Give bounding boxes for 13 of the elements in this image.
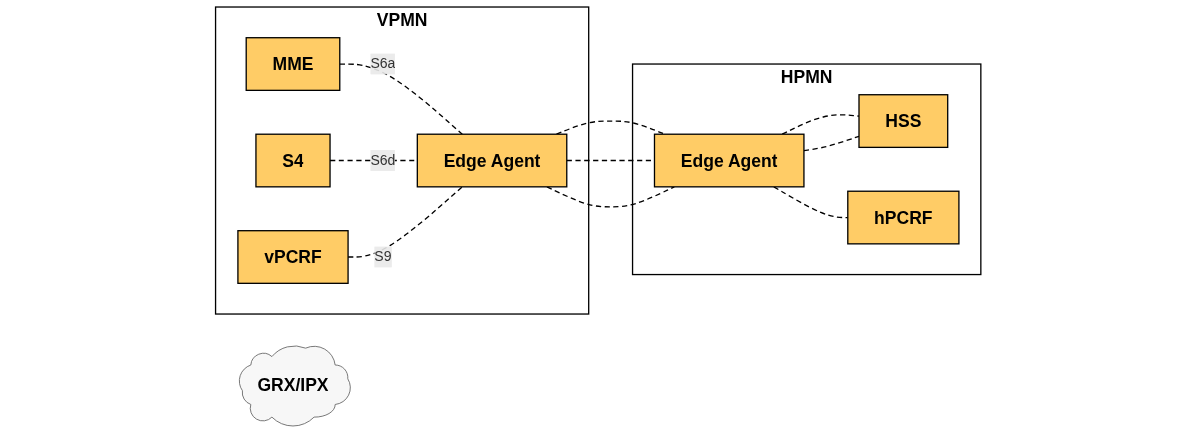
connector bbox=[546, 186, 676, 208]
node-box: S4 bbox=[255, 133, 331, 188]
node-box: HSS bbox=[858, 94, 949, 149]
edge-label: S6d bbox=[370, 152, 396, 168]
connector bbox=[556, 120, 666, 135]
edge-label: S9 bbox=[374, 249, 392, 265]
node-box: Edge Agent bbox=[654, 133, 805, 188]
edge-label: S6a bbox=[370, 56, 396, 72]
node-box: MME bbox=[245, 37, 341, 91]
connector bbox=[773, 186, 849, 219]
node-box: vPCRF bbox=[237, 230, 350, 284]
node-box: hPCRF bbox=[847, 190, 960, 245]
node-box: Edge Agent bbox=[416, 133, 568, 188]
